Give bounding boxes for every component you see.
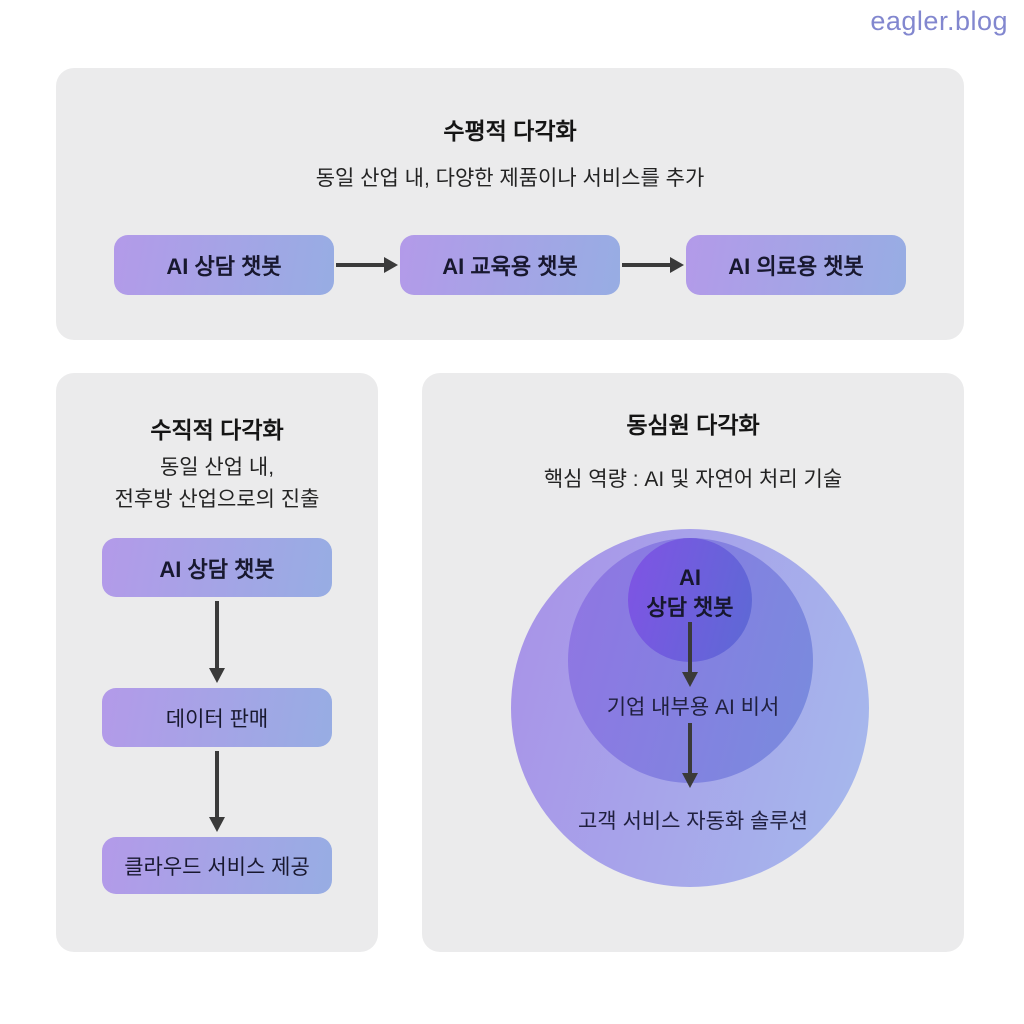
- outer-ring-label: 고객 서비스 자동화 솔루션: [577, 810, 809, 833]
- panel-vertical-title: 수직적 다각화: [150, 417, 284, 443]
- horizontal-flow-row: AI 상담 챗봇 AI 교육용 챗봇 AI 의료용 챗봇: [114, 235, 906, 295]
- panel-horizontal-diversification: 수평적 다각화 동일 산업 내, 다양한 제품이나 서비스를 추가 AI 상담 …: [56, 68, 964, 340]
- arrow-down-icon: [209, 601, 225, 683]
- panel-concentric-diversification: 동심원 다각화 핵심 역량 : AI 및 자연어 처리 기술 AI 상담 챗봇 …: [422, 373, 964, 952]
- watermark-text: eagler.blog: [870, 6, 1008, 36]
- node-data-sales: 데이터 판매: [102, 688, 332, 747]
- panel-vertical-subtitle-line1: 동일 산업 내,: [159, 456, 275, 479]
- node-ai-counsel-chatbot: AI 상담 챗봇: [102, 538, 332, 597]
- core-label-line2: 상담 챗봇: [646, 595, 734, 620]
- panel-horizontal-title: 수평적 다각화: [443, 118, 577, 144]
- panel-concentric-title: 동심원 다각화: [626, 412, 760, 438]
- core-label-line1: AI: [679, 565, 701, 590]
- node-ai-counsel-chatbot: AI 상담 챗봇: [114, 235, 334, 295]
- middle-ring-label: 기업 내부용 AI 비서: [606, 696, 780, 719]
- panel-concentric-subtitle: 핵심 역량 : AI 및 자연어 처리 기술: [543, 468, 843, 491]
- arrow-down-icon: [209, 751, 225, 832]
- panel-vertical-subtitle: 동일 산업 내, 전후방 산업으로의 진출: [56, 452, 378, 516]
- panel-vertical-diversification: 수직적 다각화 동일 산업 내, 전후방 산업으로의 진출 AI 상담 챗봇 데…: [56, 373, 378, 952]
- arrow-down-icon: [682, 723, 698, 788]
- arrow-right-icon: [336, 257, 398, 273]
- arrow-down-icon: [682, 622, 698, 687]
- panel-vertical-subtitle-line2: 전후방 산업으로의 진출: [114, 488, 320, 511]
- node-cloud-service: 클라우드 서비스 제공: [102, 837, 332, 894]
- node-ai-medical-chatbot: AI 의료용 챗봇: [686, 235, 906, 295]
- core-label: AI 상담 챗봇: [610, 563, 770, 623]
- node-ai-education-chatbot: AI 교육용 챗봇: [400, 235, 620, 295]
- arrow-right-icon: [622, 257, 684, 273]
- panel-horizontal-subtitle: 동일 산업 내, 다양한 제품이나 서비스를 추가: [315, 167, 705, 190]
